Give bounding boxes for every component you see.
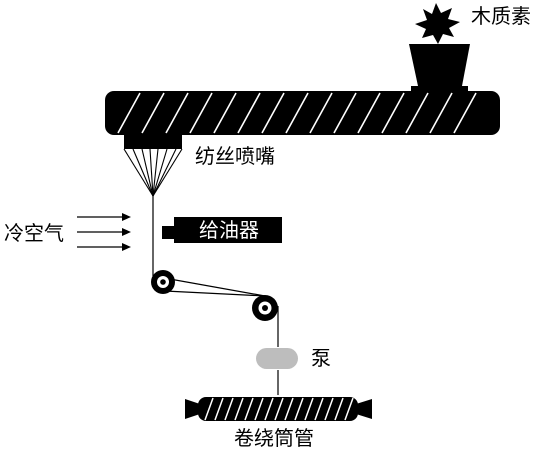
starburst-icon — [415, 3, 460, 44]
extruder-screw-flights — [117, 92, 477, 134]
extruder — [105, 91, 500, 135]
roller-1 — [151, 270, 175, 294]
spinneret-block — [124, 135, 182, 149]
oiler-body — [174, 217, 282, 243]
hopper-icon — [409, 44, 470, 91]
winding-tube-body — [198, 397, 358, 421]
spinneret-label: 纺丝喷嘴 — [195, 144, 275, 168]
oiler-nozzle — [162, 226, 174, 239]
hopper — [409, 44, 470, 86]
roller-2 — [252, 295, 278, 321]
cold-air-label: 冷空气 — [4, 221, 64, 245]
spinneret-fibers — [123, 148, 183, 197]
oiler-label: 给油器 — [199, 218, 259, 242]
hopper-rim — [411, 86, 468, 91]
winding-tube-left-cap — [185, 399, 200, 419]
pump-shape — [256, 348, 298, 369]
extruder-barrel — [105, 91, 500, 135]
pump-label: 泵 — [311, 346, 331, 370]
spinneret — [123, 135, 183, 197]
winding-tube-label: 卷绕筒管 — [234, 426, 314, 450]
winding-tube — [185, 397, 372, 421]
cold-air-arrows — [77, 213, 131, 251]
oiler-icon — [162, 217, 282, 243]
winding-tube-flights — [204, 397, 354, 421]
lignin-label: 木质素 — [471, 4, 531, 28]
winding-tube-right-cap — [356, 399, 372, 419]
